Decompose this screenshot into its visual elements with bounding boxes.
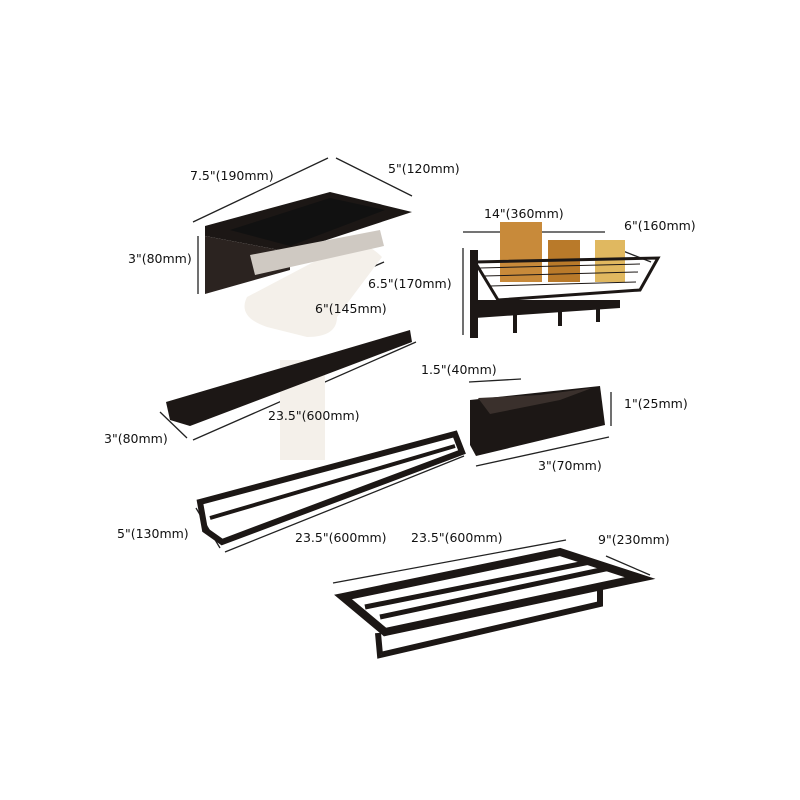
double-towel-bar (196, 430, 466, 546)
dimension-label: 5"(120mm) (388, 161, 460, 176)
dimension-label: 6"(145mm) (315, 301, 387, 316)
dimension-label: 1"(25mm) (624, 396, 688, 411)
dimension-label: 7.5"(190mm) (190, 168, 274, 183)
toilet-paper-holder (205, 192, 412, 337)
robe-hook (470, 386, 605, 456)
dimension-label: 9"(230mm) (598, 532, 670, 547)
dimension-label: 23.5"(600mm) (295, 530, 387, 545)
dimension-label: 6.5"(170mm) (368, 276, 452, 291)
towel-rack-shelf (334, 547, 656, 659)
dimension-label: 3"(70mm) (538, 458, 602, 473)
dimension-label: 6"(160mm) (624, 218, 696, 233)
shower-basket (470, 222, 661, 338)
dimension-label: 3"(80mm) (128, 251, 192, 266)
dimension-label: 3"(80mm) (104, 431, 168, 446)
dimension-label: 23.5"(600mm) (411, 530, 503, 545)
dimension-label: 23.5"(600mm) (268, 408, 360, 423)
dimension-label: 14"(360mm) (484, 206, 564, 221)
dimension-label: 1.5"(40mm) (421, 362, 497, 377)
single-towel-bar (166, 330, 412, 460)
dimension-label: 5"(130mm) (117, 526, 189, 541)
